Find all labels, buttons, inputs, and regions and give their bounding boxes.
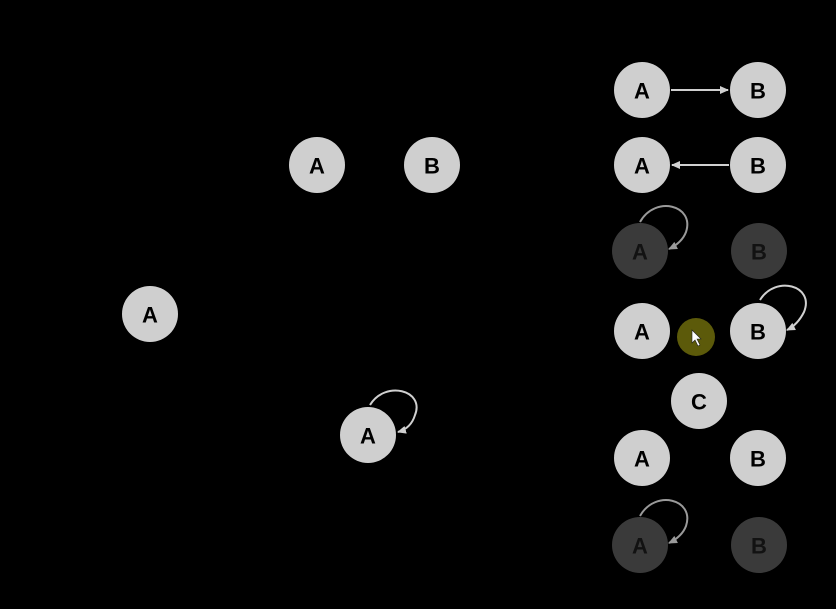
node-label: B [750,320,766,345]
self-loop-arrow-icon [639,499,689,544]
node-label: B [750,79,766,104]
node-label: B [751,240,767,265]
panel-node-a [612,517,668,573]
panel-row-2[interactable]: A B [614,137,786,193]
canvas-node-a-3[interactable]: A [340,407,396,463]
panel-row-5[interactable]: C A B [614,373,786,486]
mouse-pointer-icon [677,318,715,356]
node-label: A [360,424,376,449]
node-label: B [424,154,440,179]
panel-node-b [730,303,786,359]
panel-node-a [614,137,670,193]
node-label: A [634,154,650,179]
self-loop-arrow-icon [759,284,807,331]
panel-node-a [612,223,668,279]
node-label: A [634,447,650,472]
panel-node-c [671,373,727,429]
panel-node-a [614,62,670,118]
node-label: B [750,447,766,472]
panel-node-b [730,430,786,486]
node-label: A [309,154,325,179]
node-label: A [634,79,650,104]
node-label: B [751,534,767,559]
panel-node-b [731,223,787,279]
canvas-node-b-1[interactable]: B [404,137,460,193]
panel-node-a [614,430,670,486]
panel-row-6[interactable]: A B [612,499,787,573]
node-label: B [750,154,766,179]
self-loop-arrow-icon [639,205,689,250]
panel-row-3[interactable]: A B [612,205,787,279]
panel-row-4[interactable]: A B [614,284,807,359]
panel-node-b [730,62,786,118]
node-label: C [691,390,707,415]
panel-node-b [731,517,787,573]
node-label: A [632,534,648,559]
node-label: A [632,240,648,265]
panel-node-b [730,137,786,193]
canvas-node-a-2[interactable]: A [122,286,178,342]
self-loop-arrow-icon [369,389,418,434]
panel-node-a [614,303,670,359]
canvas-node-a-1[interactable]: A [289,137,345,193]
node-label: A [634,320,650,345]
node-label: A [142,303,158,328]
panel-row-1[interactable]: A B [614,62,786,118]
